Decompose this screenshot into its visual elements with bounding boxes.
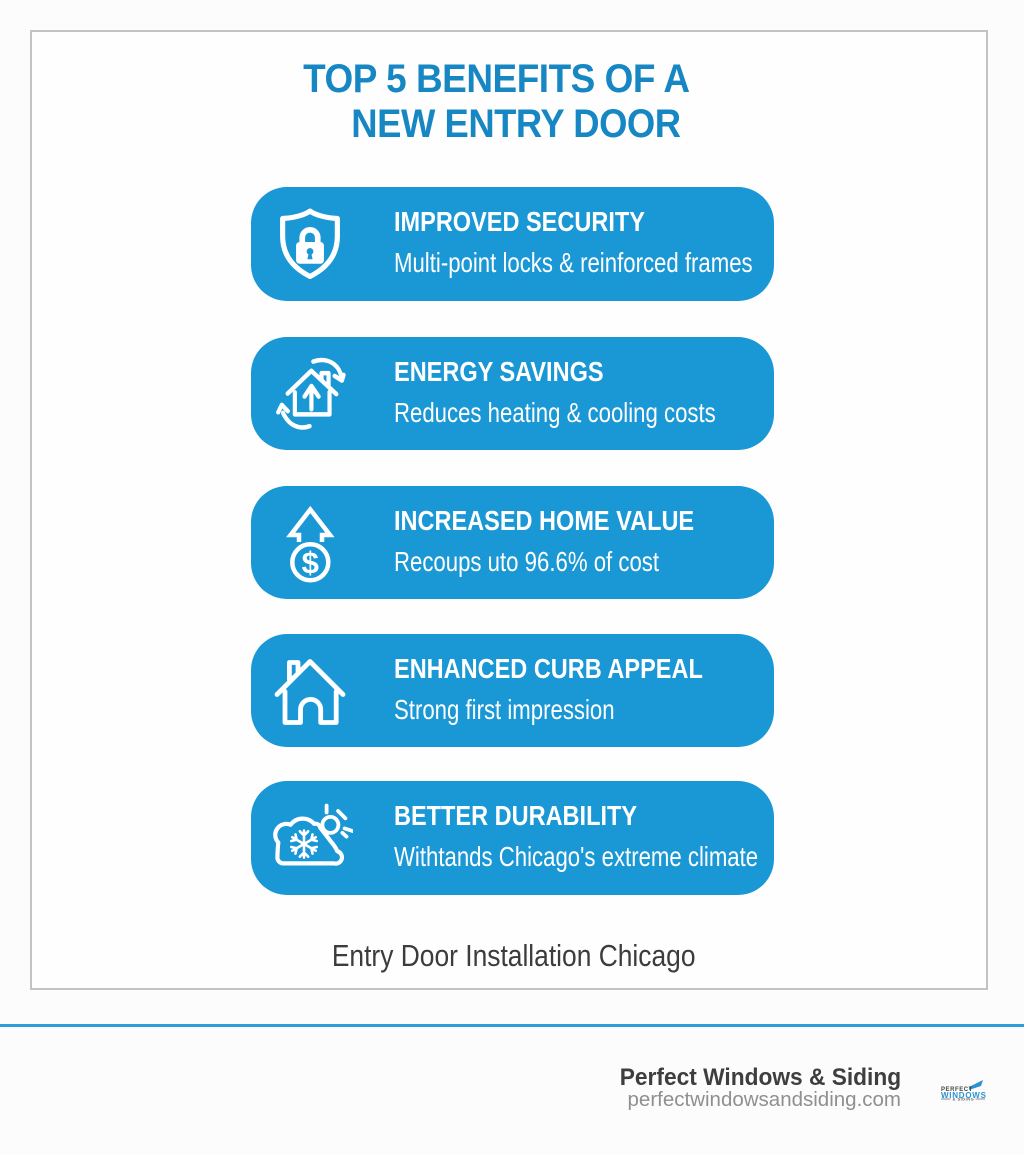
svg-text:& SIDING: & SIDING [953,1097,975,1102]
svg-text:$: $ [302,545,319,580]
svg-text:PERFECT: PERFECT [941,1087,973,1093]
svg-text:WINDOWS: WINDOWS [941,1091,987,1100]
